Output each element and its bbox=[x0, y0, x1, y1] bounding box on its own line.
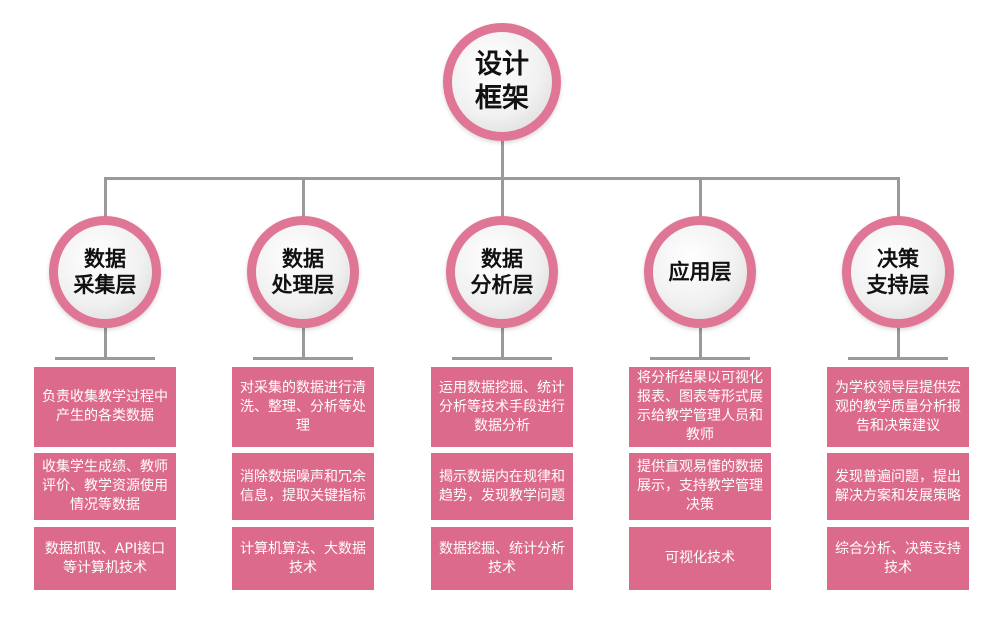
layer-content-box: 消除数据噪声和冗余信息，提取关键指标 bbox=[232, 453, 374, 520]
layer-connector-bottom bbox=[897, 326, 900, 358]
box-text: 对采集的数据进行清洗、整理、分析等处理 bbox=[240, 379, 366, 434]
layer-title-line2: 处理层 bbox=[271, 273, 335, 297]
layer-underline bbox=[650, 357, 750, 360]
layer-title-line1: 数据 bbox=[282, 246, 324, 271]
box-text: 为学校领导层提供宏观的教学质量分析报告和决策建议 bbox=[835, 379, 961, 434]
box-text: 将分析结果以可视化报表、图表等形式展示给教学管理人员和教师 bbox=[637, 370, 763, 443]
layer-function-box: 将分析结果以可视化报表、图表等形式展示给教学管理人员和教师 bbox=[629, 367, 771, 447]
root-connector bbox=[501, 141, 504, 179]
layer-function-box: 为学校领导层提供宏观的教学质量分析报告和决策建议 bbox=[827, 367, 969, 447]
layer-title-line1: 数据 bbox=[481, 246, 523, 271]
box-text: 发现普遍问题，提出解决方案和发展策略 bbox=[835, 468, 961, 504]
layer-node: 决策支持层 bbox=[842, 216, 954, 328]
layer-title-line2: 分析层 bbox=[470, 273, 534, 297]
layer-technology-box: 可视化技术 bbox=[629, 527, 771, 590]
box-text: 数据抓取、API接口等计算机技术 bbox=[44, 540, 166, 576]
layer-function-box: 运用数据挖掘、统计分析等技术手段进行数据分析 bbox=[431, 367, 573, 447]
layer-connector-bottom bbox=[302, 326, 305, 358]
layer-content-box: 提供直观易懂的数据展示，支持教学管理决策 bbox=[629, 453, 771, 520]
box-text: 数据挖掘、统计分析技术 bbox=[439, 540, 565, 576]
layer-node: 数据采集层 bbox=[49, 216, 161, 328]
layer-technology-box: 综合分析、决策支持技术 bbox=[827, 527, 969, 590]
layer-function-box: 对采集的数据进行清洗、整理、分析等处理 bbox=[232, 367, 374, 447]
layer-connector-bottom bbox=[699, 326, 702, 358]
layer-connector-top bbox=[897, 178, 900, 218]
root-title-line2: 框架 bbox=[475, 83, 529, 114]
layer-title-line1: 决策 bbox=[877, 246, 919, 271]
layer-connector-top bbox=[699, 178, 702, 218]
box-text: 负责收集教学过程中产生的各类数据 bbox=[42, 389, 168, 424]
layer-technology-box: 数据抓取、API接口等计算机技术 bbox=[34, 527, 176, 590]
layer-technology-box: 计算机算法、大数据技术 bbox=[232, 527, 374, 590]
box-text: 收集学生成绩、教师评价、教学资源使用情况等数据 bbox=[42, 459, 168, 513]
layer-underline bbox=[253, 357, 353, 360]
box-text: 可视化技术 bbox=[665, 550, 735, 566]
layer-function-box: 负责收集教学过程中产生的各类数据 bbox=[34, 367, 176, 447]
box-text: 综合分析、决策支持技术 bbox=[835, 540, 961, 576]
root-node-design-framework: 设计 框架 bbox=[443, 23, 561, 141]
layer-connector-top bbox=[302, 178, 305, 218]
layer-underline bbox=[55, 357, 155, 360]
layer-technology-box: 数据挖掘、统计分析技术 bbox=[431, 527, 573, 590]
box-text: 消除数据噪声和冗余信息，提取关键指标 bbox=[240, 468, 366, 504]
layer-title-line2: 支持层 bbox=[866, 273, 930, 297]
layer-title-line1: 数据 bbox=[84, 246, 126, 271]
box-text: 运用数据挖掘、统计分析等技术手段进行数据分析 bbox=[439, 379, 565, 434]
layer-underline bbox=[848, 357, 948, 360]
layer-underline bbox=[452, 357, 552, 360]
layer-node: 数据分析层 bbox=[446, 216, 558, 328]
layer-content-box: 揭示数据内在规律和趋势，发现教学问题 bbox=[431, 453, 573, 520]
box-text: 揭示数据内在规律和趋势，发现教学问题 bbox=[439, 468, 565, 504]
layer-connector-bottom bbox=[501, 326, 504, 358]
box-text: 提供直观易懂的数据展示，支持教学管理决策 bbox=[637, 459, 763, 513]
layer-node: 应用层 bbox=[644, 216, 756, 328]
layer-content-box: 发现普遍问题，提出解决方案和发展策略 bbox=[827, 453, 969, 520]
layer-node: 数据处理层 bbox=[247, 216, 359, 328]
layer-title-line2: 采集层 bbox=[73, 273, 137, 297]
root-title-line1: 设计 bbox=[475, 49, 529, 81]
layer-connector-top bbox=[501, 178, 504, 218]
layer-connector-top bbox=[104, 178, 107, 218]
layer-connector-bottom bbox=[104, 326, 107, 358]
box-text: 计算机算法、大数据技术 bbox=[240, 540, 366, 576]
layer-title-line1: 应用层 bbox=[668, 259, 732, 284]
layer-content-box: 收集学生成绩、教师评价、教学资源使用情况等数据 bbox=[34, 453, 176, 520]
